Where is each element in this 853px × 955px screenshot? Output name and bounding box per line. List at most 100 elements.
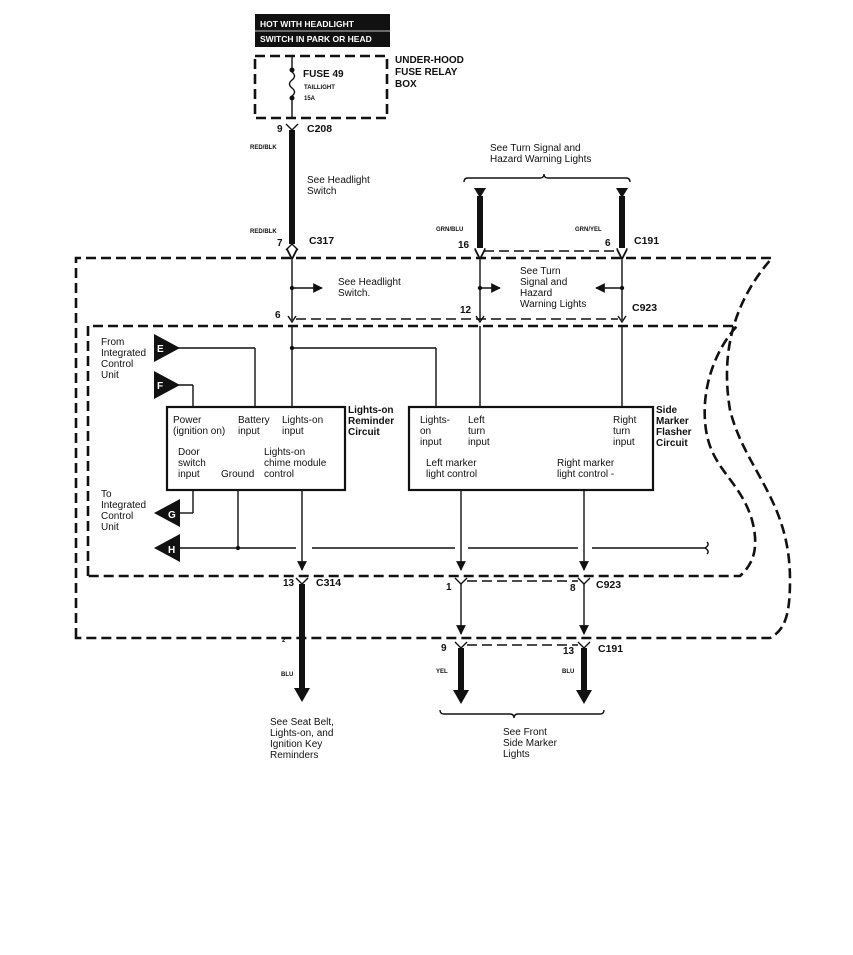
flasher-lights-on-label: Lights-: [420, 415, 450, 426]
chime-label-2: chime module: [264, 458, 327, 469]
terminal-g: G: [154, 499, 180, 527]
flasher-title-3: Flasher: [656, 427, 692, 438]
ref-headlight-switch-top-1: See Headlight: [307, 175, 370, 186]
to-icu-label-1: To: [101, 489, 112, 500]
c191-bottom-label: C191: [598, 643, 623, 655]
c314-pin: 13: [283, 578, 295, 589]
wire-color-grn-blu: GRN/BLU: [436, 227, 463, 233]
c191-top-pin-left: 16: [458, 240, 470, 251]
right-turn-label: Right: [613, 415, 637, 426]
terminal-f: F: [154, 371, 180, 399]
ref-turn-signal-top-1: See Turn Signal and: [490, 143, 581, 154]
outer-component-boundary: [74, 256, 792, 640]
c923-bottom-label: C923: [596, 579, 621, 591]
from-icu-label-2: Integrated: [101, 348, 146, 359]
wire-color-yel: YEL: [436, 669, 448, 675]
from-icu-label-4: Unit: [101, 370, 119, 381]
chime-label: Lights-on: [264, 447, 305, 458]
banner-line-1: HOT WITH HEADLIGHT: [260, 19, 355, 29]
svg-text:G: G: [168, 510, 176, 521]
turn-signal-upper: See Turn Signal and Hazard Warning Light…: [436, 143, 659, 252]
ref-seat-belt-3: Ignition Key: [270, 739, 322, 750]
fuse-box-label-2: FUSE RELAY: [395, 67, 458, 78]
right-marker-label: Right marker: [557, 458, 615, 469]
wire-color-grn-yel: GRN/YEL: [575, 227, 602, 233]
inner-component-boundary: [86, 324, 757, 578]
c923-bottom-pin-left: 1: [446, 582, 452, 593]
svg-text:H: H: [168, 545, 175, 556]
left-marker-label-2: light control: [426, 469, 477, 480]
fuse-box-label-1: UNDER-HOOD: [395, 55, 464, 66]
ref-turn-signal-top-2: Hazard Warning Lights: [490, 154, 591, 165]
lights-on-input-label: Lights-on: [282, 415, 323, 426]
flasher-lights-on-label-2: on: [420, 426, 431, 437]
c314-output: 13 C314 2 BLU See Seat Belt, Lights-on, …: [270, 577, 341, 761]
brace-top: [463, 173, 631, 183]
c208-pin: 9: [277, 124, 283, 135]
c923-top-connectors: See Headlight Switch. See Turn Signal an…: [275, 258, 657, 324]
ref-headlight-switch-mid-1: See Headlight: [338, 277, 401, 288]
power-condition-banner: HOT WITH HEADLIGHT SWITCH IN PARK OR HEA…: [255, 14, 390, 47]
chime-label-3: control: [264, 469, 294, 480]
fuse-box-label-3: BOX: [395, 79, 417, 90]
to-icu-label-4: Unit: [101, 522, 119, 533]
ref-turn-signal-mid-1: See Turn: [520, 266, 561, 277]
c923-top-pin-left: 6: [275, 310, 281, 321]
ref-front-side-marker-1: See Front: [503, 727, 547, 738]
fuse-relay-box: FUSE 49 TAILLIGHT 15A UNDER-HOOD FUSE RE…: [253, 54, 464, 120]
battery-label-2: input: [238, 426, 260, 437]
side-marker-outputs: 1 8 C923 9 13 C191 YEL BLU See Front Sid…: [436, 577, 623, 760]
reminder-title-2: Reminder: [348, 416, 394, 427]
ref-seat-belt-1: See Seat Belt,: [270, 717, 334, 728]
left-turn-label-3: input: [468, 437, 490, 448]
fuse-desc: TAILLIGHT: [304, 85, 335, 91]
left-marker-label: Left marker: [426, 458, 477, 469]
c317-pin: 7: [277, 238, 283, 249]
terminal-e: E: [154, 334, 180, 362]
flasher-title-1: Side: [656, 405, 678, 416]
left-turn-label: Left: [468, 415, 485, 426]
svg-text:F: F: [157, 381, 163, 392]
wire-color-blu-c191: BLU: [562, 669, 574, 675]
ref-turn-signal-mid-4: Warning Lights: [520, 299, 586, 310]
from-icu-label-3: Control: [101, 359, 133, 370]
c314-pin-lower: 2: [282, 638, 286, 644]
ref-front-side-marker-2: Side Marker: [503, 738, 558, 749]
wire-color-blu-c314: BLU: [281, 672, 293, 678]
side-marker-flasher-circuit: Lights- on input Left turn input Right t…: [407, 405, 692, 492]
wire-color-red-blk-upper: RED/BLK: [250, 145, 277, 151]
c923-top-pin-mid: 12: [460, 305, 472, 316]
brace-bottom: [439, 709, 605, 719]
door-switch-label-2: switch: [178, 458, 206, 469]
flasher-lights-on-label-3: input: [420, 437, 442, 448]
power-label-2: (ignition on): [173, 426, 225, 437]
ref-seat-belt-4: Reminders: [270, 750, 318, 761]
flasher-title-2: Marker: [656, 416, 689, 427]
right-turn-label-3: input: [613, 437, 635, 448]
reminder-title-1: Lights-on: [348, 405, 394, 416]
c314-label: C314: [316, 577, 341, 589]
from-icu-label-1: From: [101, 337, 124, 348]
to-icu-label-2: Integrated: [101, 500, 146, 511]
c191-top-label: C191: [634, 235, 659, 247]
power-label: Power: [173, 415, 202, 426]
fuse-icon: [288, 71, 296, 97]
reminder-title-3: Circuit: [348, 427, 380, 438]
icu-terminals: From Integrated Control Unit E F To Inte…: [101, 334, 180, 562]
door-switch-label: Door: [178, 447, 200, 458]
ref-turn-signal-mid-3: Hazard: [520, 288, 552, 299]
c923-bottom-pin-right: 8: [570, 583, 576, 594]
ref-turn-signal-mid-2: Signal and: [520, 277, 567, 288]
ref-headlight-switch-mid-2: Switch.: [338, 288, 370, 299]
c191-bottom-pin-right: 13: [563, 646, 575, 657]
red-blk-wire: 9 C208 RED/BLK See Headlight Switch RED/…: [250, 123, 370, 251]
c191-bottom-pin-left: 9: [441, 643, 447, 654]
wire-color-red-blk-lower: RED/BLK: [250, 229, 277, 235]
ref-seat-belt-2: Lights-on, and: [270, 728, 333, 739]
to-icu-label-3: Control: [101, 511, 133, 522]
banner-line-2: SWITCH IN PARK OR HEAD: [260, 34, 372, 44]
internal-wiring: [176, 326, 709, 571]
ref-headlight-switch-top-2: Switch: [307, 186, 336, 197]
svg-text:E: E: [157, 344, 164, 355]
